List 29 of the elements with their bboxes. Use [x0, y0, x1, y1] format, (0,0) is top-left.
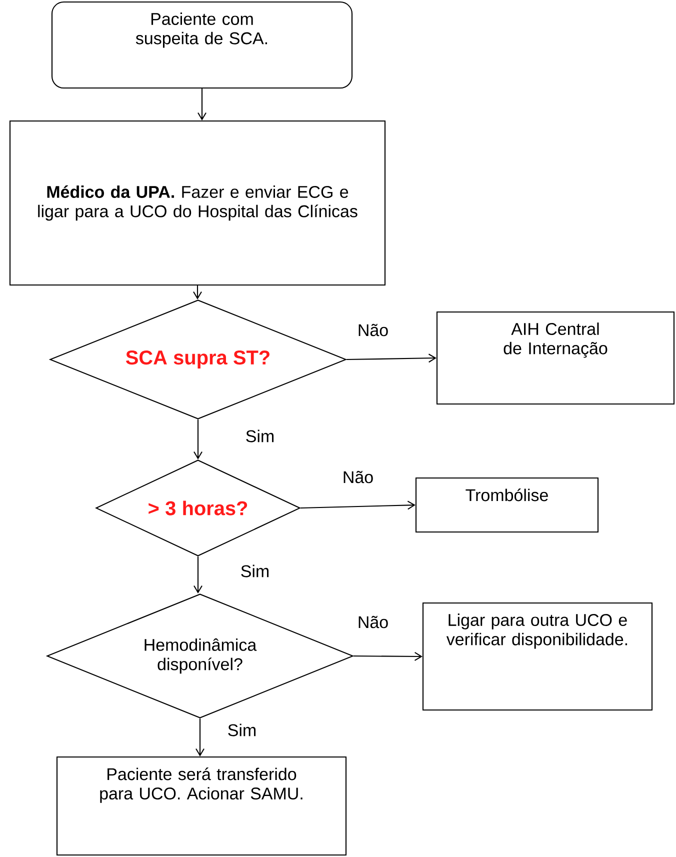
- arrow: [354, 652, 422, 661]
- edge-label: Sim: [244, 428, 276, 444]
- arrow: [300, 500, 416, 510]
- node-text: SCA supra ST?: [126, 350, 270, 369]
- node-text: Médico da UPA. Fazer e enviar ECG e ligar para a UCO do Hospital das Clínicas: [38, 185, 358, 221]
- arrow: [196, 718, 204, 756]
- arrow: [198, 88, 206, 120]
- arrow: [194, 556, 202, 594]
- arrow: [346, 354, 436, 363]
- node-text: Trombólise: [466, 488, 548, 502]
- process-box: [415, 477, 599, 533]
- edge-label: Não: [356, 322, 390, 338]
- arrow: [194, 420, 202, 460]
- edge-label: Sim: [239, 564, 271, 578]
- edge-label: Sim: [226, 722, 258, 738]
- node-text: AIH Central de Internação: [504, 322, 608, 358]
- node-text: Paciente com suspeita de SCA.: [136, 12, 267, 48]
- process-box: [422, 602, 653, 711]
- node-text: Ligar para outra UCO e verificar disponibilidade.: [446, 614, 628, 649]
- start-box: [51, 1, 353, 89]
- process-box: [56, 756, 347, 856]
- arrow: [193, 286, 202, 300]
- edge-label: Não: [356, 614, 390, 630]
- process-box: [436, 311, 675, 405]
- node-text: > 3 horas?: [148, 500, 248, 516]
- edge-label: Não: [341, 470, 375, 484]
- node-text: Hemodinâmica disponível?: [144, 638, 257, 674]
- process-box: [9, 120, 386, 286]
- node-text: Paciente será transferido para UCO. Acionar SAMU.: [100, 768, 302, 803]
